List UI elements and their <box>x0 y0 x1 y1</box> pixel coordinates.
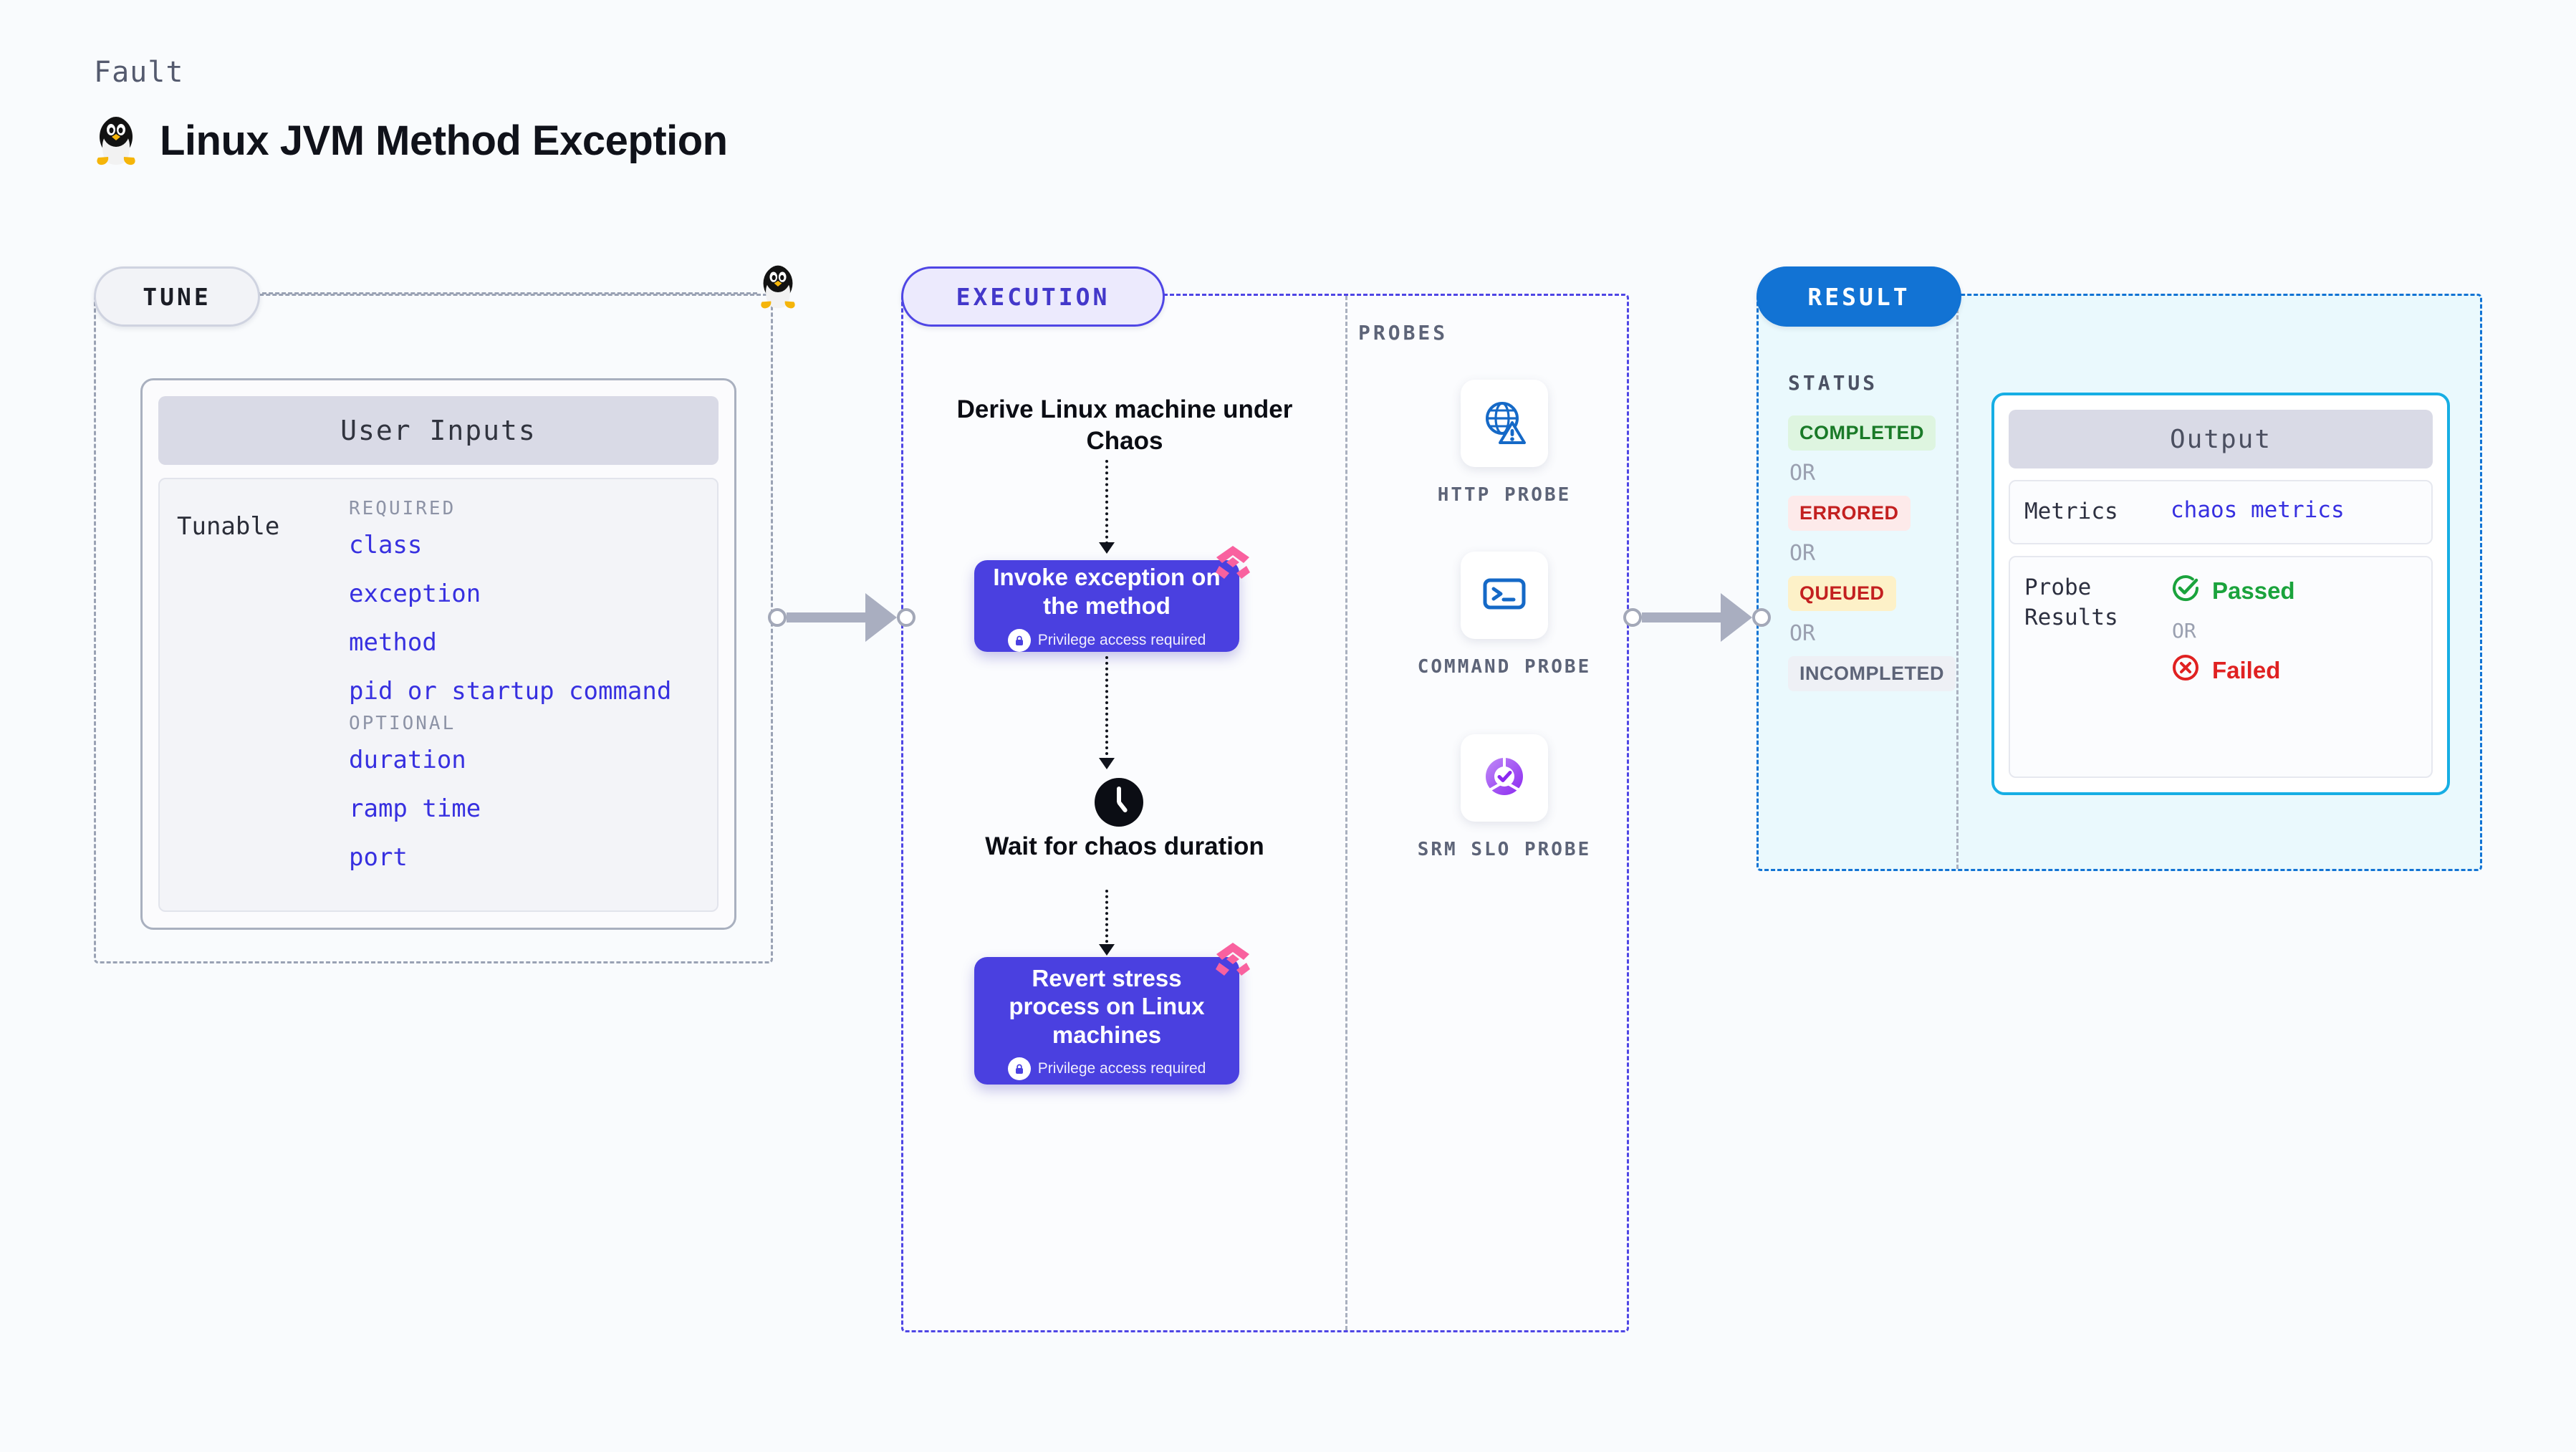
group-label-optional: OPTIONAL <box>349 713 456 734</box>
connector-node <box>1752 608 1771 627</box>
connector-node <box>768 608 787 627</box>
param-port[interactable]: port <box>349 843 408 872</box>
probe-label: COMMAND PROBE <box>1417 656 1592 678</box>
status-badge-queued: QUEUED <box>1788 576 1896 611</box>
connector-node <box>897 608 915 627</box>
flow-connector <box>1105 656 1108 761</box>
or-separator: OR <box>1789 621 1816 646</box>
probe-srm-slo[interactable]: SRM SLO PROBE <box>1400 734 1608 862</box>
probe-label: HTTP PROBE <box>1437 484 1572 506</box>
check-circle-icon <box>2171 573 2201 609</box>
status-badge-errored: ERRORED <box>1788 496 1911 531</box>
chaos-badge-icon <box>1212 938 1254 984</box>
lock-icon <box>1007 1057 1031 1081</box>
x-circle-icon <box>2171 653 2201 688</box>
phase-pill-execution[interactable]: EXECUTION <box>901 266 1165 327</box>
action-card-title: Invoke exception on the method <box>993 564 1221 619</box>
or-separator: OR <box>2172 618 2196 643</box>
probe-result-failed-label: Failed <box>2212 656 2281 683</box>
status-list: COMPLETED OR ERRORED OR QUEUED OR INCOMP… <box>1788 415 1974 691</box>
probe-tile <box>1461 734 1548 822</box>
action-card-note-text: Privilege access required <box>1037 631 1206 648</box>
output-key-metrics: Metrics <box>2024 499 2118 524</box>
output-title: Output <box>2009 410 2433 468</box>
param-exception[interactable]: exception <box>349 580 481 608</box>
connector-line <box>787 612 865 622</box>
terminal-icon <box>1479 569 1529 622</box>
page-title-row: Linux JVM Method Exception <box>94 115 728 166</box>
phase-pill-tune[interactable]: TUNE <box>94 266 260 327</box>
tux-penguin-icon <box>94 115 138 166</box>
action-card-note: Privilege access required <box>1007 1057 1206 1081</box>
phase-pill-result[interactable]: RESULT <box>1756 266 1961 327</box>
action-card-title: Revert stress process on Linux machines <box>1009 964 1205 1048</box>
or-separator: OR <box>1789 461 1816 486</box>
action-card-revert-stress[interactable]: Revert stress process on Linux machines … <box>974 957 1239 1085</box>
status-badge-completed: COMPLETED <box>1788 415 1936 451</box>
action-card-note-text: Privilege access required <box>1037 1060 1206 1077</box>
connector-arrowhead <box>1721 593 1752 642</box>
probe-tile <box>1461 552 1548 639</box>
param-ramp-time[interactable]: ramp time <box>349 794 481 823</box>
lock-icon <box>1007 628 1031 652</box>
param-pid-or-startup-command[interactable]: pid or startup command <box>349 677 672 706</box>
tunable-label: Tunable <box>177 512 280 541</box>
probe-http[interactable]: HTTP PROBE <box>1400 380 1608 508</box>
user-inputs-title: User Inputs <box>158 396 719 465</box>
output-value-metrics[interactable]: chaos metrics <box>2171 497 2345 523</box>
tunable-box: Tunable REQUIRED class exception method … <box>158 478 719 912</box>
page-title: Linux JVM Method Exception <box>160 117 728 164</box>
output-row-probe-results: Probe Results Passed OR <box>2009 555 2433 778</box>
probe-tile <box>1461 380 1548 467</box>
probe-result-passed-label: Passed <box>2212 577 2295 604</box>
param-duration[interactable]: duration <box>349 746 466 774</box>
user-inputs-card: User Inputs Tunable REQUIRED class excep… <box>140 378 736 930</box>
output-card: Output Metrics chaos metrics Probe Resul… <box>1991 393 2450 795</box>
step-derive-machine: Derive Linux machine under Chaos <box>956 395 1293 455</box>
status-badge-incompleted: INCOMPLETED <box>1788 656 1956 691</box>
probe-result-failed: Failed <box>2171 653 2295 688</box>
probe-result-values: Passed OR Failed <box>2171 573 2295 761</box>
probe-label: SRM SLO PROBE <box>1417 839 1592 860</box>
probe-command[interactable]: COMMAND PROBE <box>1400 552 1608 680</box>
action-card-invoke-exception[interactable]: Invoke exception on the method Privilege… <box>974 560 1239 652</box>
output-row-metrics: Metrics chaos metrics <box>2009 480 2433 544</box>
or-separator: OR <box>1789 541 1816 566</box>
flow-connector <box>1105 890 1108 948</box>
result-status-divider <box>1956 296 1959 869</box>
flow-arrowhead <box>1099 542 1115 554</box>
connector-line <box>1642 612 1721 622</box>
probes-label: PROBES <box>1358 321 1448 345</box>
connector-tune-to-execution <box>768 593 915 642</box>
globe-warning-icon <box>1479 397 1529 451</box>
page-eyebrow: Fault <box>94 56 184 89</box>
group-label-required: REQUIRED <box>349 498 456 519</box>
clock-icon <box>1092 775 1146 833</box>
connector-arrowhead <box>865 593 897 642</box>
probe-result-passed: Passed <box>2171 573 2295 609</box>
flow-arrowhead <box>1099 758 1115 769</box>
param-method[interactable]: method <box>349 628 437 657</box>
step-wait-duration: Wait for chaos duration <box>985 832 1264 860</box>
connector-node <box>1623 608 1642 627</box>
flow-arrowhead <box>1099 944 1115 956</box>
output-key-probe-results: Probe Results <box>2024 574 2118 630</box>
slo-donut-check-icon <box>1479 751 1529 805</box>
execution-probes-divider <box>1345 296 1347 1330</box>
param-class[interactable]: class <box>349 531 423 559</box>
chaos-badge-icon <box>1212 542 1254 587</box>
connector-execution-to-result <box>1623 593 1771 642</box>
tunable-param-list: REQUIRED class exception method pid or s… <box>349 498 671 892</box>
action-card-note: Privilege access required <box>1007 628 1206 652</box>
flow-connector <box>1105 460 1108 544</box>
tux-penguin-icon <box>758 264 798 313</box>
status-label: STATUS <box>1788 371 1878 395</box>
tune-leader-line <box>256 292 757 294</box>
tune-region <box>94 294 773 963</box>
